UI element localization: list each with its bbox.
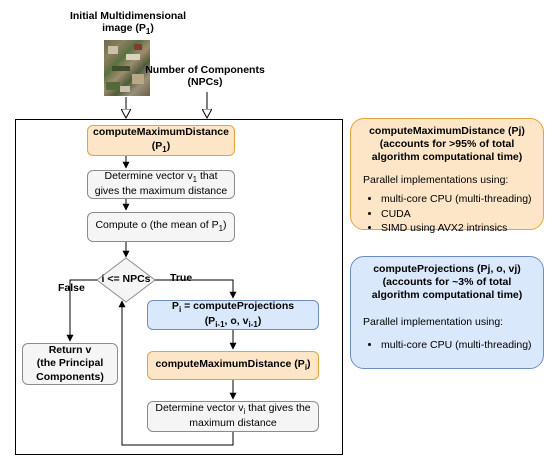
determine-vector-v1-box: Determine vector v1 that gives the maxim… [87,170,235,199]
true-branch-label: True [170,272,193,284]
panel-intro: Parallel implementations using: [363,174,509,187]
list-item: SIMD using AVX2 intrinsics [381,221,543,235]
compute-projections-box: Pi = computeProjections (Pi-1, o, vi-1) [147,300,319,330]
compute-mean-box: Compute o (the mean of P1) [87,212,235,242]
decision-label: i <= NPCs [101,273,151,285]
panel-intro: Parallel implementation using: [363,316,504,329]
panel-title: computeProjections (Pj, o, vj) (accounts… [371,263,523,302]
determine-vector-vi-box: Determine vector vi that gives the maxim… [147,401,319,432]
decision-diamond [96,257,156,303]
implementation-list: multi-core CPU (multi-threading) CUDA SI… [351,192,543,235]
multispectral-image-thumbnail [104,40,150,96]
algorithm-frame [15,119,343,455]
input-image-title: Initial Multidimensional image (P1) [69,10,187,37]
compute-max-distance-pi-box: computeMaximumDistance (Pi) [147,351,319,380]
npc-label: Number of Components (NPCs) [145,64,265,88]
compute-projections-info-panel: computeProjections (Pj, o, vj) (accounts… [350,256,544,369]
panel-title: computeMaximumDistance (Pj) (accounts fo… [369,125,525,164]
list-item: multi-core CPU (multi-threading) [381,192,543,206]
return-v-box: Return v (the Principal Components) [22,343,118,385]
compute-max-distance-info-panel: computeMaximumDistance (Pj) (accounts fo… [350,118,544,234]
compute-max-distance-p1-box: computeMaximumDistance (P1) [87,125,235,156]
false-branch-label: False [58,282,85,294]
list-item: CUDA [381,207,543,221]
list-item: multi-core CPU (multi-threading) [381,338,543,352]
implementation-list: multi-core CPU (multi-threading) [351,338,543,352]
